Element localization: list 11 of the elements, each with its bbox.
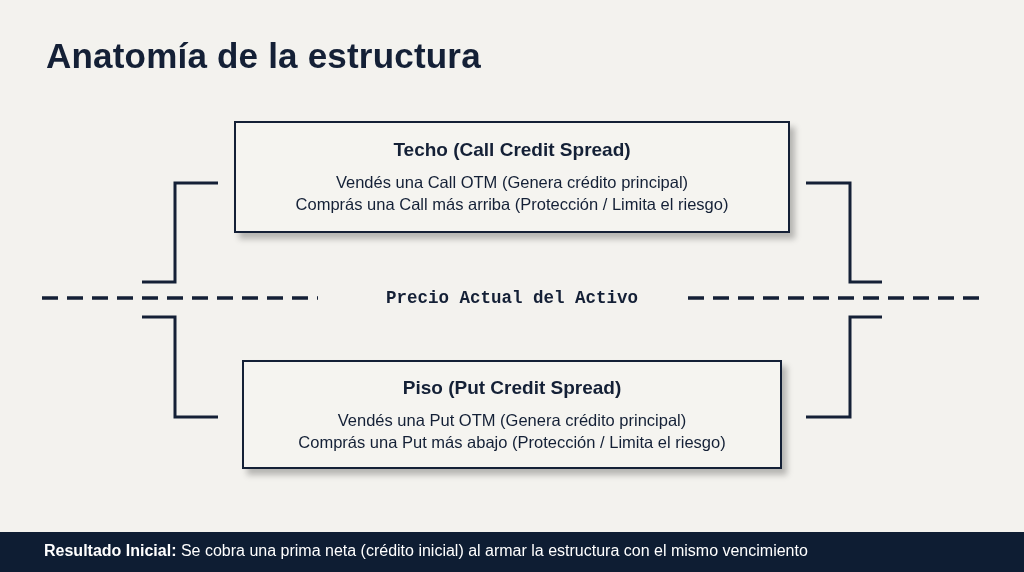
footer-text: Resultado Inicial: Se cobra una prima neta (crédito inicial) al armar la estructura con el mismo vencimiento [44, 542, 808, 560]
strategy-box [234, 121, 790, 233]
strategy-box [242, 360, 782, 469]
box-heading: Piso (Put Credit Spread) [401, 376, 623, 399]
price-label: Precio Actual del Activo [384, 288, 639, 308]
box-text: Comprás una Put más abajo (Protección / Limita el riesgo) [297, 431, 727, 453]
title: Anatomía de la estructura [46, 36, 481, 76]
box-heading: Techo (Call Credit Spread) [392, 139, 632, 161]
box-text: Comprás una Call más arriba (Protección / Limita el riesgo) [294, 194, 730, 215]
box-text: Vendés una Put OTM (Genera crédito principal) [336, 409, 688, 431]
box-text: Vendés una Call OTM (Genera crédito principal) [334, 172, 690, 193]
